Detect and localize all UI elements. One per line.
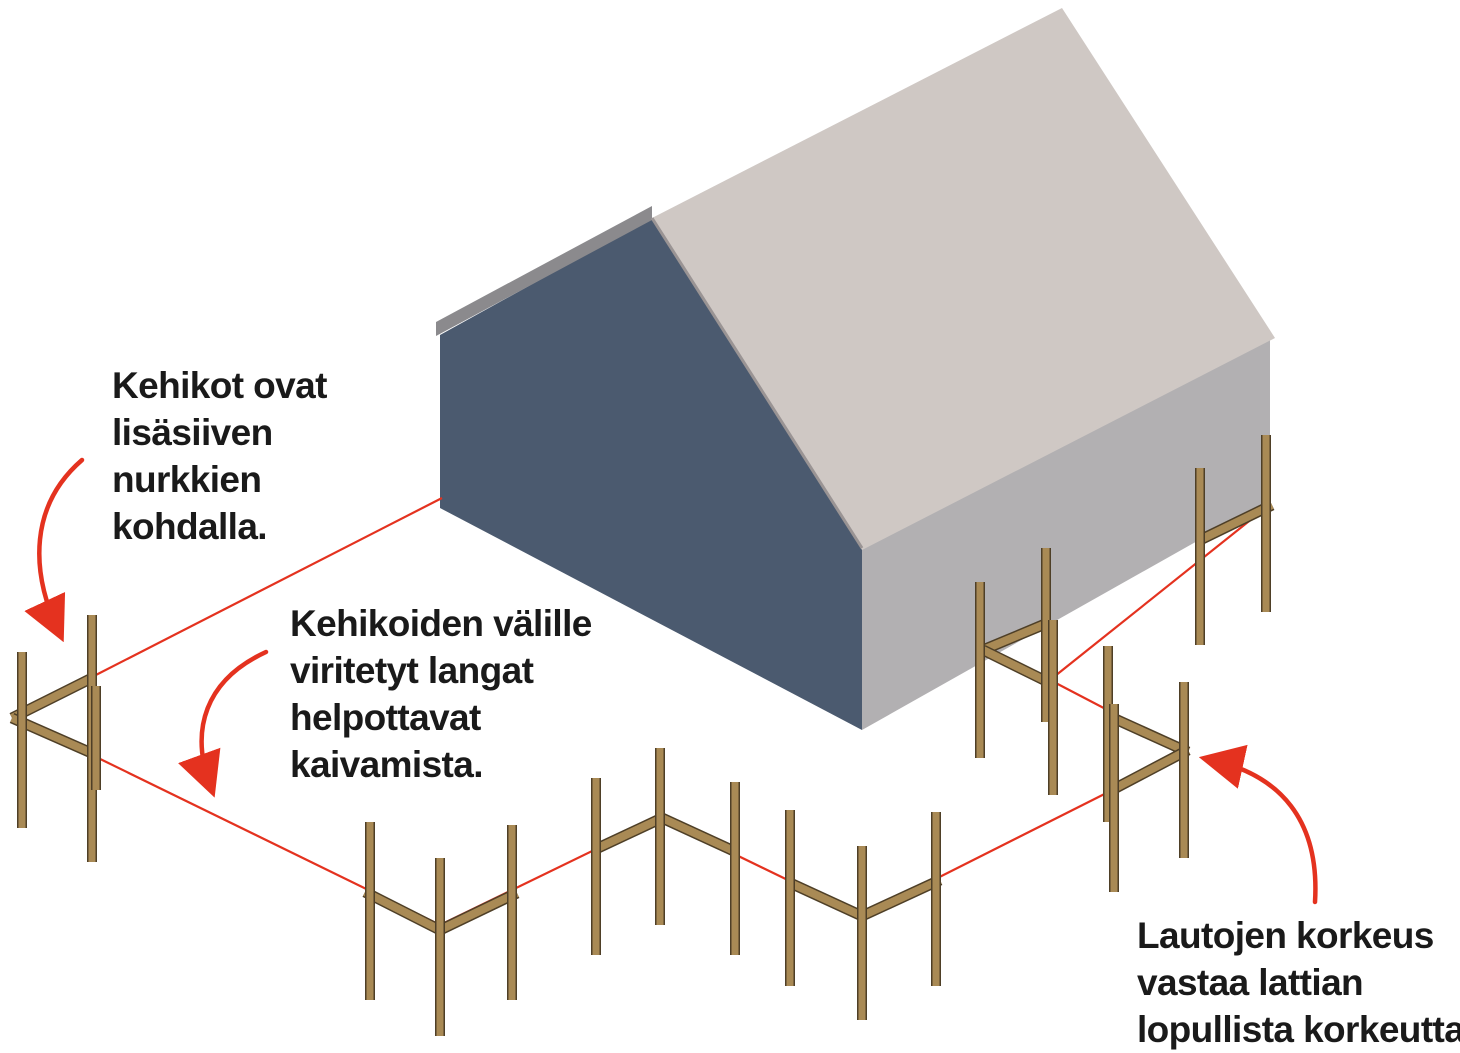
annotation-strings: Kehikoiden välille viritetyt langat help…: [290, 600, 592, 788]
guide-string: [89, 497, 443, 679]
arrow-height: [1198, 744, 1318, 905]
house-roof-ridge-edge: [650, 217, 864, 549]
board: [981, 646, 1052, 687]
callout-arrows: [24, 457, 1318, 905]
house: [436, 8, 1275, 730]
board: [1111, 714, 1190, 756]
annotation-line: vastaa lattian: [1137, 962, 1364, 1003]
board: [786, 878, 864, 920]
annotation-line: Kehikoiden välille: [290, 603, 592, 644]
board: [981, 618, 1052, 654]
house-roof-eave-left: [436, 206, 652, 336]
arrow-strings: [178, 649, 269, 798]
house-side-wall: [862, 335, 1270, 730]
annotation-line: lisäsiiven: [112, 412, 273, 453]
annotation-line: kaivamista.: [290, 744, 484, 785]
arrow-corners: [24, 457, 85, 643]
annotation-line: helpottavat: [290, 697, 481, 738]
annotation-line: viritetyt langat: [290, 650, 534, 691]
annotation-line: Lautojen korkeus: [1137, 915, 1434, 956]
board: [1110, 746, 1190, 794]
board: [438, 889, 519, 934]
house-gable-wall: [440, 218, 862, 730]
annotation-line: lopullista korkeutta.: [1137, 1009, 1460, 1050]
annotation-corners: Kehikot ovat lisäsiiven nurkkien kohdall…: [112, 362, 327, 550]
board: [660, 814, 738, 856]
annotation-line: nurkkien: [112, 459, 262, 500]
board: [363, 888, 442, 934]
house-roof: [652, 8, 1275, 550]
annotation-height: Lautojen korkeus vastaa lattian lopullis…: [1137, 912, 1460, 1053]
board: [596, 814, 664, 852]
annotation-line: kohdalla.: [112, 506, 268, 547]
batter-board-frames: [9, 435, 1275, 1036]
board: [860, 876, 942, 920]
board: [1198, 501, 1274, 544]
annotation-line: Kehikot ovat: [112, 365, 327, 406]
guide-string: [1049, 505, 1269, 681]
